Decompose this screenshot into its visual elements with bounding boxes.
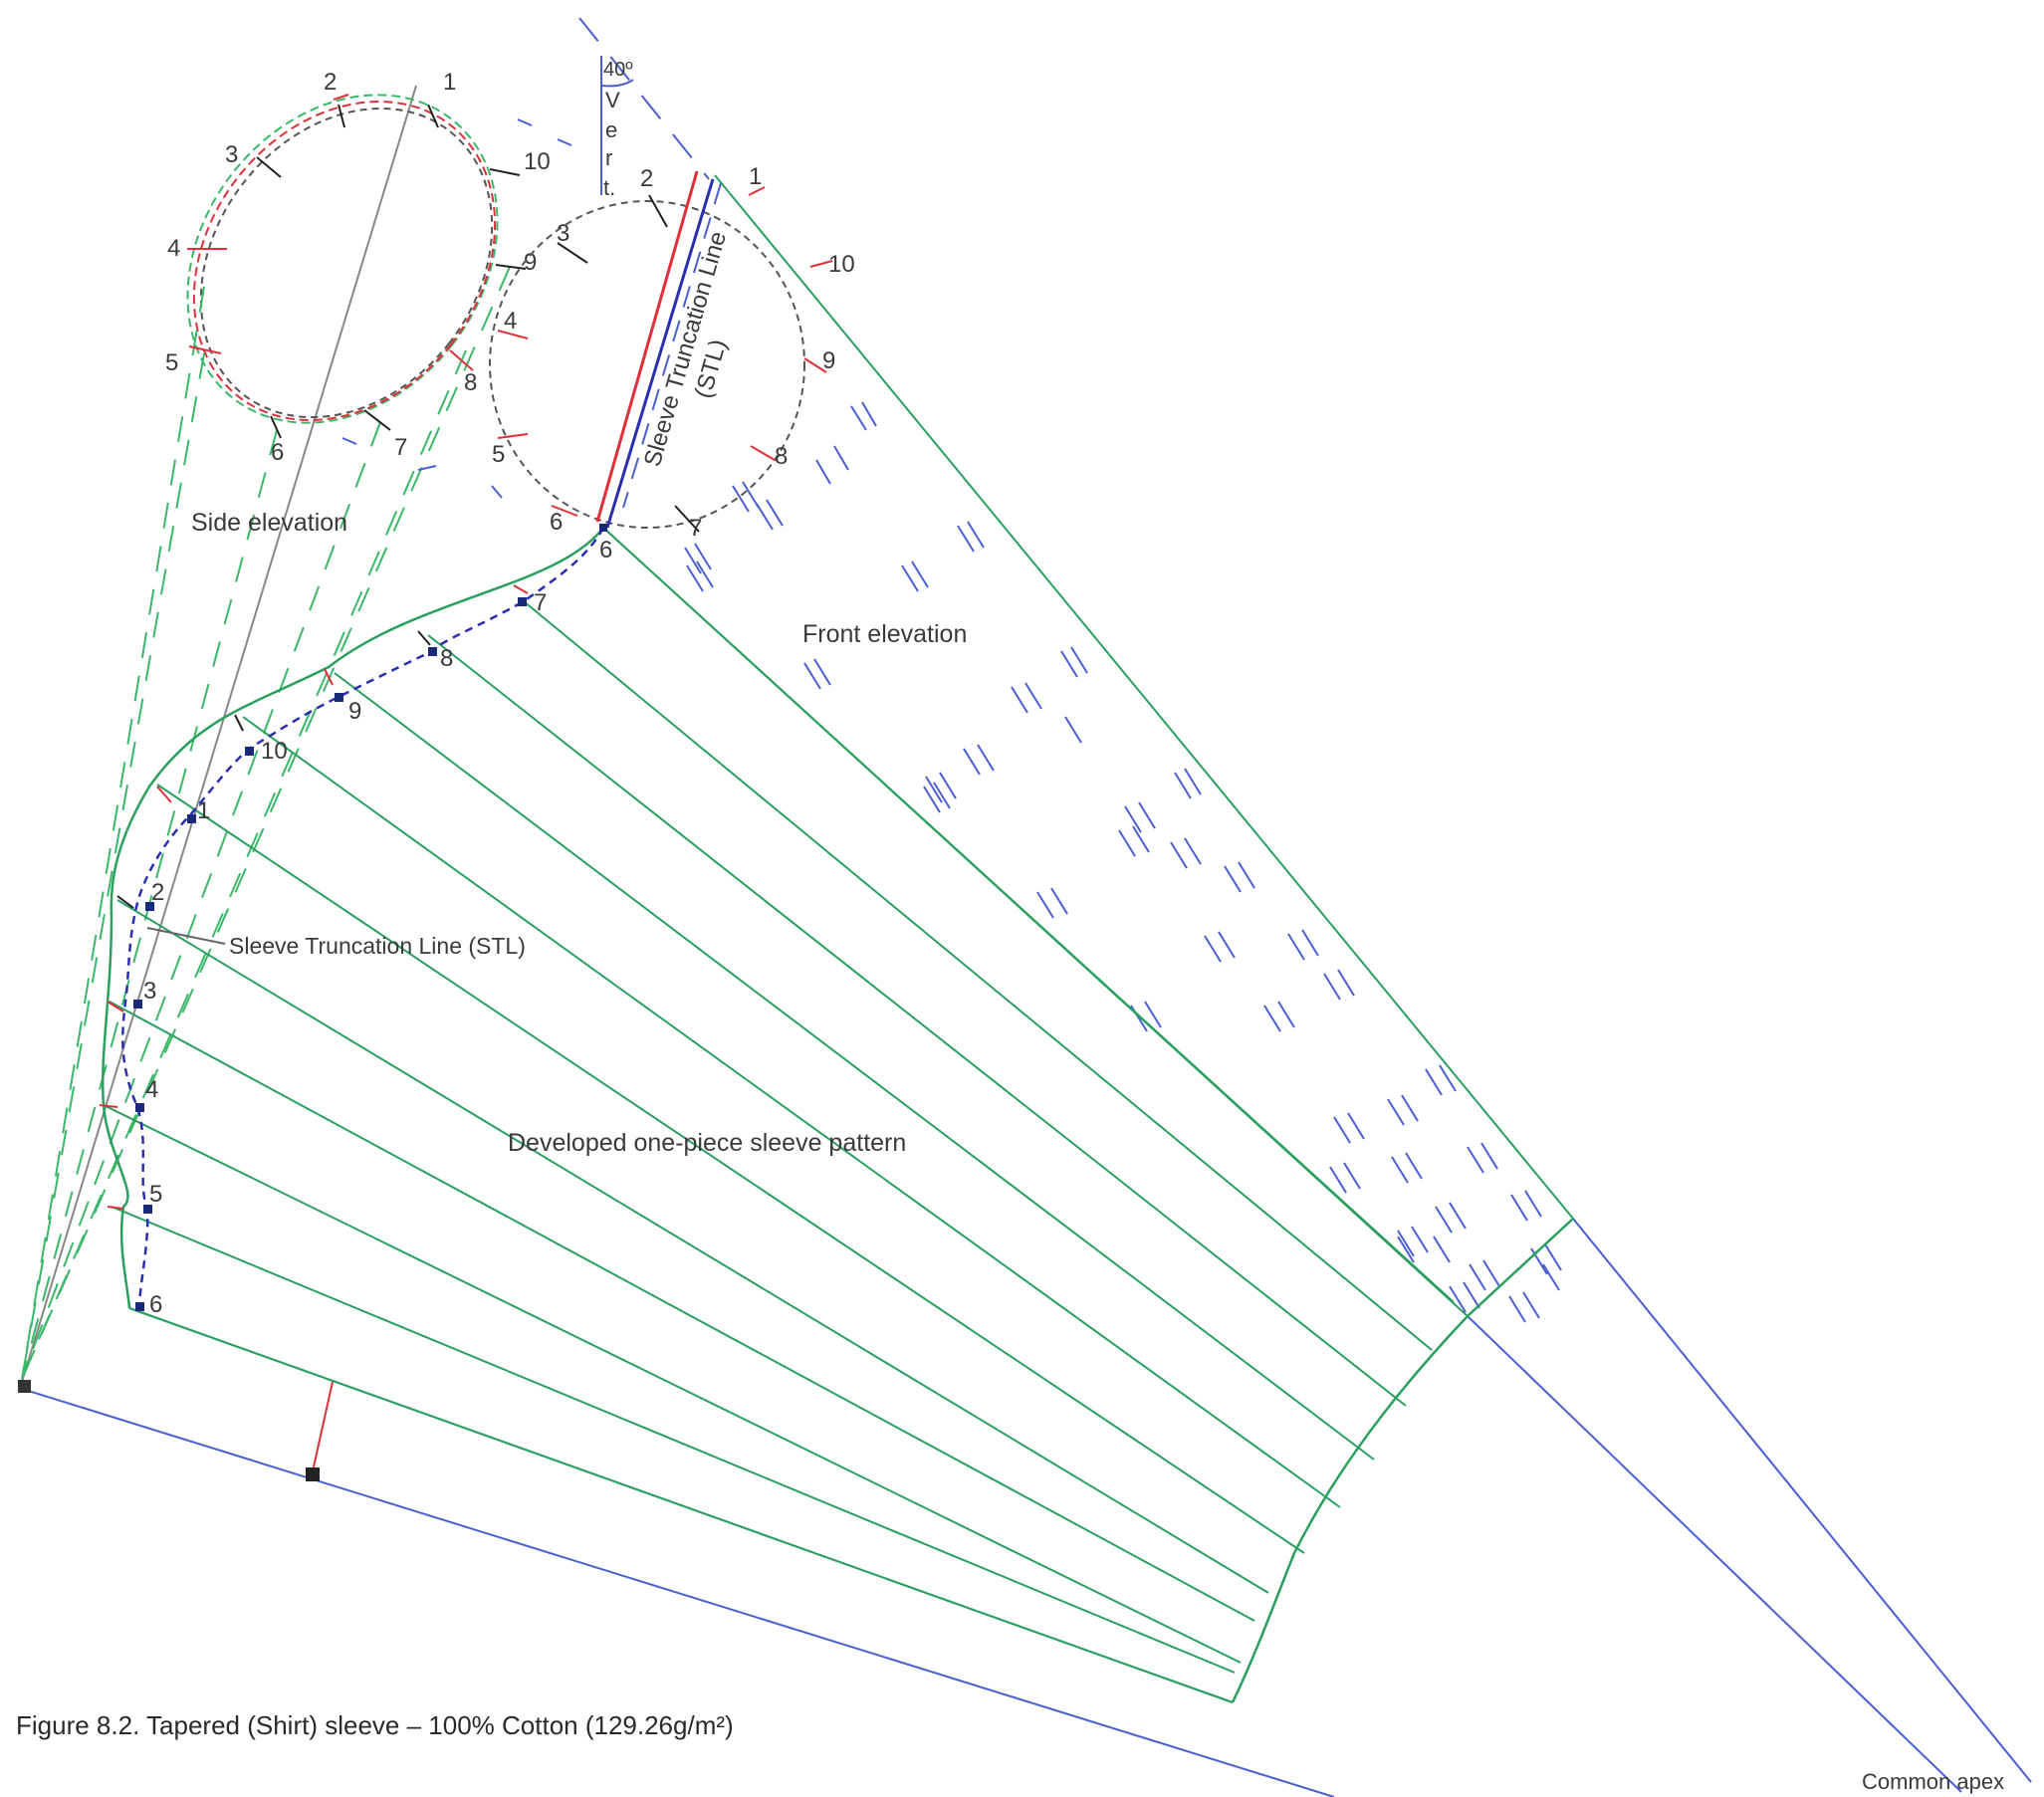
stl-leader-line (146, 927, 226, 945)
vert-letter-t: t. (603, 175, 615, 200)
pattern-radial-lines (103, 527, 1455, 1703)
front-blue-dashes (341, 118, 572, 499)
pattern-cap-outline (101, 527, 604, 1309)
pattern-top-edge (714, 174, 1574, 1220)
vertical-reference: 40º V e r t. (578, 17, 710, 200)
side-point-2: 2 (324, 69, 337, 96)
blue-hatch-marks (684, 401, 1562, 1323)
pattern-point-1: 1 (197, 797, 210, 824)
front-ellipse (489, 200, 805, 529)
pattern-point-7: 7 (534, 589, 547, 616)
width-measure-marker (306, 1467, 320, 1481)
left-apex-marker (18, 1380, 31, 1393)
figure-caption: Figure 8.2. Tapered (Shirt) sleeve – 100… (16, 1710, 734, 1740)
front-point-8: 8 (775, 443, 788, 470)
pattern-point-4: 4 (145, 1076, 158, 1103)
front-point-2: 2 (640, 165, 653, 192)
developed-pattern-label: Developed one-piece sleeve pattern (508, 1129, 906, 1157)
angle-reference-line (578, 17, 710, 180)
front-stl-blue (605, 178, 715, 529)
side-elevation-label: Side elevation (191, 509, 347, 537)
side-point-10: 10 (524, 148, 551, 175)
front-point-1: 1 (749, 163, 762, 190)
side-ticks (187, 94, 527, 439)
side-point-4: 4 (167, 235, 180, 262)
side-point-5: 5 (165, 349, 178, 376)
pattern-point-markers (133, 524, 607, 1311)
front-elevation: 1 2 3 4 5 6 7 8 9 10 Sleeve Truncation L… (489, 163, 967, 648)
side-point-3: 3 (225, 141, 238, 168)
pattern-cap-ticks (99, 584, 529, 1210)
front-point-10: 10 (828, 251, 855, 278)
vert-letter-r: r (605, 145, 612, 170)
side-elevation: 1 2 3 4 5 6 7 8 9 10 Side elevation (21, 69, 551, 1383)
pattern-point-6: 6 (149, 1291, 162, 1318)
side-point-9: 9 (524, 249, 537, 276)
vert-letter-e: e (605, 117, 617, 142)
front-point-6: 6 (550, 509, 563, 536)
side-ellipse-red (192, 101, 497, 421)
front-stl-label: Sleeve Truncation Line (STL) (639, 228, 732, 469)
pattern-stl-label: Sleeve Truncation Line (STL) (229, 933, 526, 959)
pattern-point-3: 3 (143, 978, 156, 1005)
front-ticks (497, 186, 833, 533)
vert-letter-v: V (605, 88, 620, 112)
front-point-7: 7 (689, 515, 702, 542)
pattern-point-5: 5 (149, 1181, 162, 1208)
side-point-1: 1 (443, 69, 456, 96)
pattern-point-10: 10 (261, 738, 288, 765)
side-point-6: 6 (271, 439, 284, 466)
angle-arc (600, 79, 634, 88)
pattern-bottom-edge (128, 1307, 1234, 1703)
front-apex-point-6: 6 (599, 537, 612, 563)
front-point-9: 9 (822, 347, 835, 374)
side-axis-line (21, 85, 417, 1383)
apex-line-inner (1467, 1315, 1962, 1793)
side-projection-lines (21, 266, 511, 1380)
side-point-7: 7 (394, 434, 407, 461)
apex-line-outer (1572, 1218, 2032, 1783)
pattern-point-8: 8 (440, 645, 453, 672)
front-point-5: 5 (492, 441, 505, 468)
bottom-blue-line (21, 1388, 1335, 1797)
front-point-4: 4 (504, 308, 517, 335)
side-point-8: 8 (464, 369, 477, 396)
pattern-point-9: 9 (348, 698, 361, 725)
side-ellipse-dark (199, 107, 494, 419)
width-measure-line (312, 1381, 334, 1472)
pattern-upper-edge (602, 527, 1469, 1317)
side-ellipse-green (186, 94, 499, 424)
angle-label: 40º (603, 59, 633, 81)
pattern-hem-outline (1231, 1218, 1574, 1703)
bottom-apex (18, 1380, 334, 1481)
front-elevation-label: Front elevation (802, 620, 967, 648)
common-apex-label: Common apex (1862, 1769, 2004, 1794)
developed-pattern: 7 8 9 10 1 2 3 4 5 6 6 Sleeve Truncation… (99, 174, 1574, 1703)
apex-construction-lines (21, 1218, 2032, 1797)
pattern-point-2: 2 (151, 879, 164, 906)
front-stl-red (595, 170, 699, 523)
front-stl-blue-dash (622, 182, 722, 509)
front-point-3: 3 (557, 220, 569, 247)
